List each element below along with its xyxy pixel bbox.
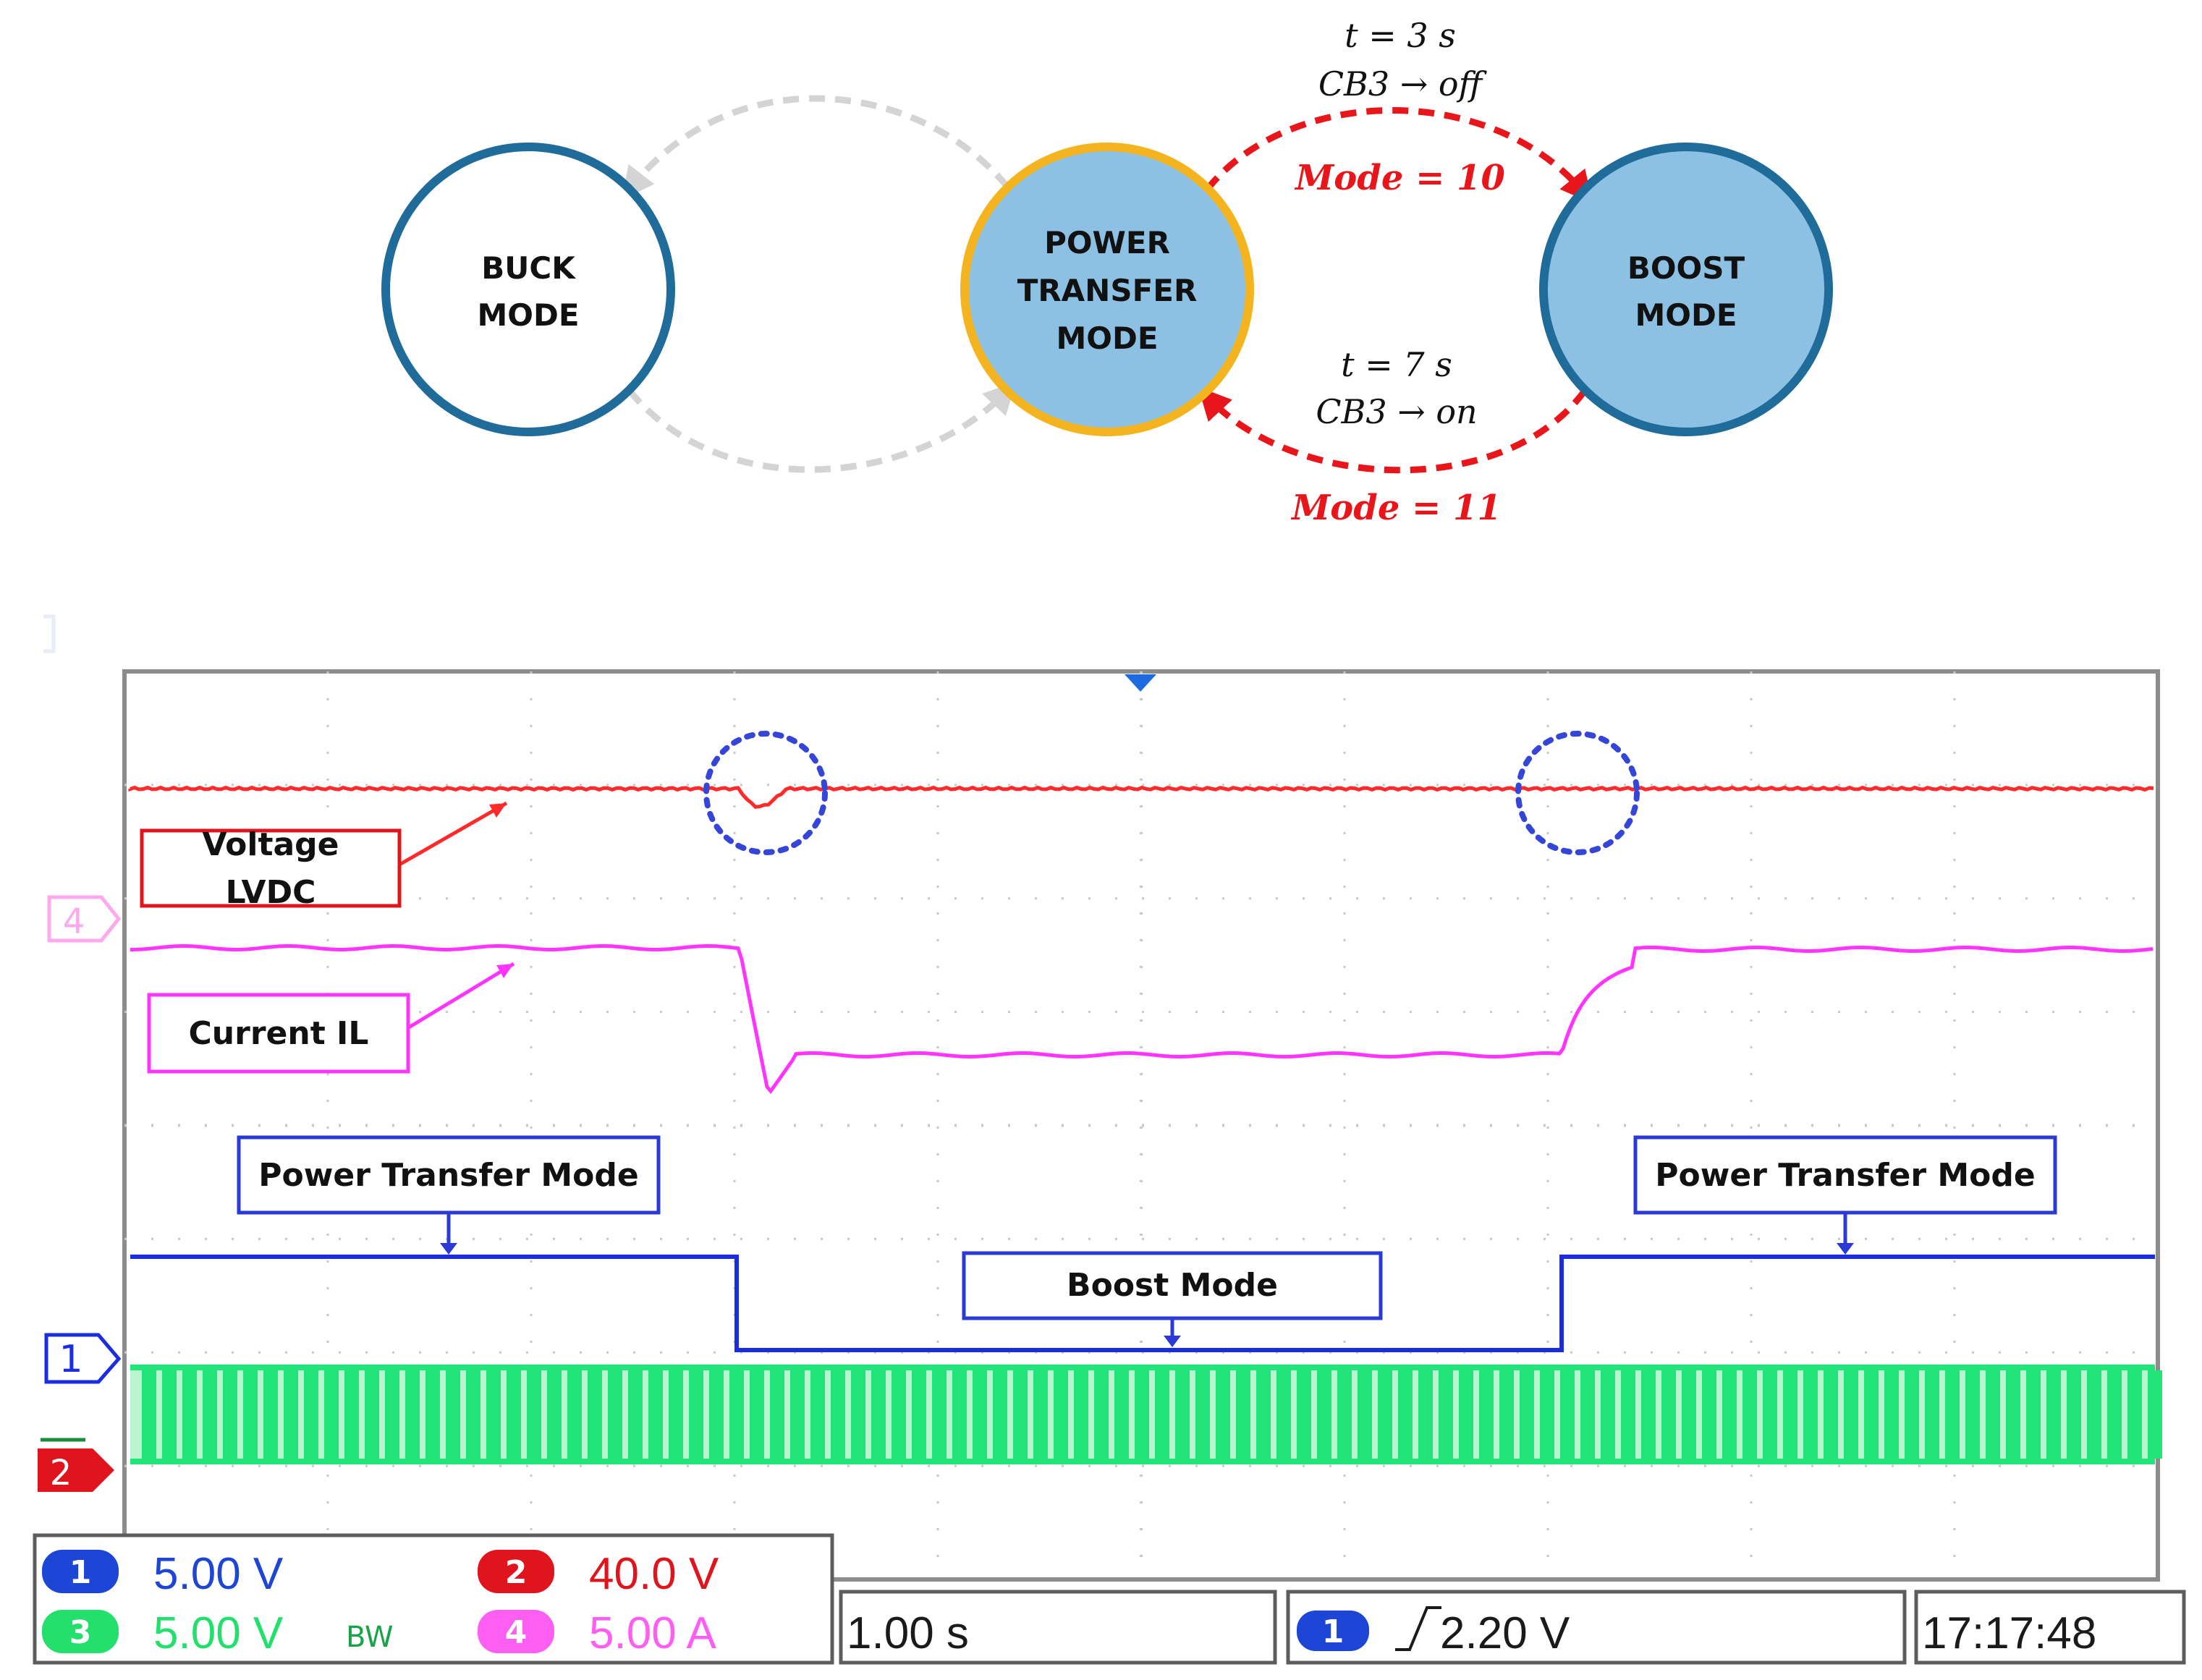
- transition-buck-to-power-arrow: [627, 381, 1017, 473]
- voltage-lvdc-trace: [128, 785, 2154, 810]
- buck-mode-node: [381, 143, 675, 436]
- power-right-callout-text: Power Transfer Mode: [1655, 1157, 2035, 1194]
- buck-mode-label-line2: MODE: [477, 297, 579, 333]
- pwm-signal-band: [130, 1366, 2155, 1464]
- channel-2-setting: 2 40.0 V: [478, 1549, 719, 1599]
- timebase-value: 1.00 s: [847, 1608, 969, 1658]
- power-right-callout-box: [1633, 1135, 2057, 1215]
- channel-2-scale: 40.0 V: [589, 1549, 719, 1599]
- channel-1-marker: 1: [44, 1333, 122, 1384]
- mode-signal-trace: [130, 1255, 2155, 1352]
- current-callout-arrowhead: [496, 964, 514, 978]
- current-callout-text: Current IL: [189, 1015, 369, 1052]
- boost-mode-label-line1: BOOST: [1627, 250, 1745, 286]
- transition-to-power-time: t = 7 s: [1341, 345, 1452, 384]
- faint-corner-mark: [43, 614, 56, 653]
- channel-3-badge: 3: [69, 1614, 92, 1651]
- rising-edge-icon: [1395, 1606, 1441, 1651]
- power-transfer-label-line2: TRANSFER: [1017, 273, 1198, 308]
- timebase-panel: [839, 1590, 1277, 1665]
- voltage-callout-box: [140, 828, 402, 908]
- power-left-callout-box: [237, 1135, 661, 1215]
- channel-1-setting: 1 5.00 V: [42, 1549, 284, 1599]
- channel-4-scale: 5.00 A: [589, 1608, 716, 1658]
- transition-to-boost-time: t = 3 s: [1345, 16, 1456, 55]
- current-il-trace: [130, 944, 2154, 1095]
- transition-to-power-mode: Mode = 11: [1290, 488, 1502, 528]
- voltage-callout-line2: LVDC: [226, 874, 316, 911]
- scope-plot-frame: [122, 669, 2160, 1582]
- transition-to-boost-arrow: [1204, 107, 1593, 204]
- current-callout-arrow: [407, 962, 515, 1030]
- channel-2-marker: 2: [38, 1438, 114, 1493]
- voltage-dip-highlight-2: [1515, 731, 1640, 855]
- trigger-channel-badge: 1: [1322, 1613, 1345, 1650]
- channel-2-marker-label: 2: [50, 1453, 72, 1493]
- power-left-callout-text: Power Transfer Mode: [258, 1157, 638, 1194]
- clock-panel: [1914, 1590, 2186, 1665]
- transition-to-boost-mode: Mode = 10: [1294, 158, 1505, 198]
- buck-mode-label-line1: BUCK: [481, 250, 576, 286]
- pwm-signal-trace: [130, 1365, 2162, 1464]
- channel-4-marker: 4: [47, 895, 122, 943]
- transition-to-power-event: CB3 → on: [1316, 392, 1477, 431]
- boost-callout-text: Boost Mode: [1067, 1267, 1278, 1304]
- power-transfer-mode-node: [960, 143, 1254, 436]
- boost-callout-arrowhead: [1164, 1336, 1181, 1347]
- voltage-dip-highlight-1: [703, 731, 828, 855]
- power-transfer-label-line1: POWER: [1044, 225, 1170, 260]
- voltage-callout-line1: Voltage: [202, 826, 339, 863]
- transition-to-power-arrow: [1198, 386, 1588, 474]
- power-transfer-label-line3: MODE: [1056, 321, 1158, 356]
- channel-3-setting: 3 5.00 V BW: [42, 1608, 394, 1658]
- channel-4-badge: 4: [505, 1614, 528, 1651]
- trigger-level: 2.20 V: [1440, 1608, 1570, 1658]
- power-right-callout-arrowhead: [1837, 1243, 1854, 1255]
- channel-1-scale: 5.00 V: [153, 1549, 284, 1599]
- voltage-callout-arrowhead: [489, 803, 507, 818]
- channel-settings-panel: [33, 1533, 834, 1665]
- voltage-callout-arrow: [398, 801, 508, 867]
- channel-3-scale: 5.00 V: [153, 1608, 284, 1658]
- channel-4-marker-label: 4: [63, 901, 85, 942]
- current-callout-box: [147, 993, 410, 1074]
- scope-grid: [124, 671, 2158, 1579]
- transition-to-boost-event: CB3 → off: [1318, 64, 1488, 103]
- channel-1-marker-label: 1: [59, 1338, 82, 1381]
- boost-mode-label-line2: MODE: [1635, 297, 1737, 333]
- channel-3-bandwidth-limit: BW: [346, 1621, 394, 1654]
- transition-power-to-buck-arrow: [622, 95, 1010, 200]
- boost-mode-node: [1539, 143, 1833, 436]
- channel-1-badge: 1: [69, 1554, 92, 1591]
- state-diagram: BUCK MODE POWER TRANSFER MODE BOOST MODE…: [381, 16, 1833, 528]
- power-left-callout-arrowhead: [440, 1243, 457, 1255]
- clock-time: 17:17:48: [1922, 1608, 2096, 1658]
- channel-2-badge: 2: [505, 1554, 528, 1591]
- trigger-position-marker: [1125, 674, 1156, 692]
- trigger-panel: 1 2.20 V: [1286, 1590, 1907, 1665]
- channel-4-setting: 4 5.00 A: [478, 1608, 716, 1658]
- boost-callout-box: [962, 1251, 1383, 1320]
